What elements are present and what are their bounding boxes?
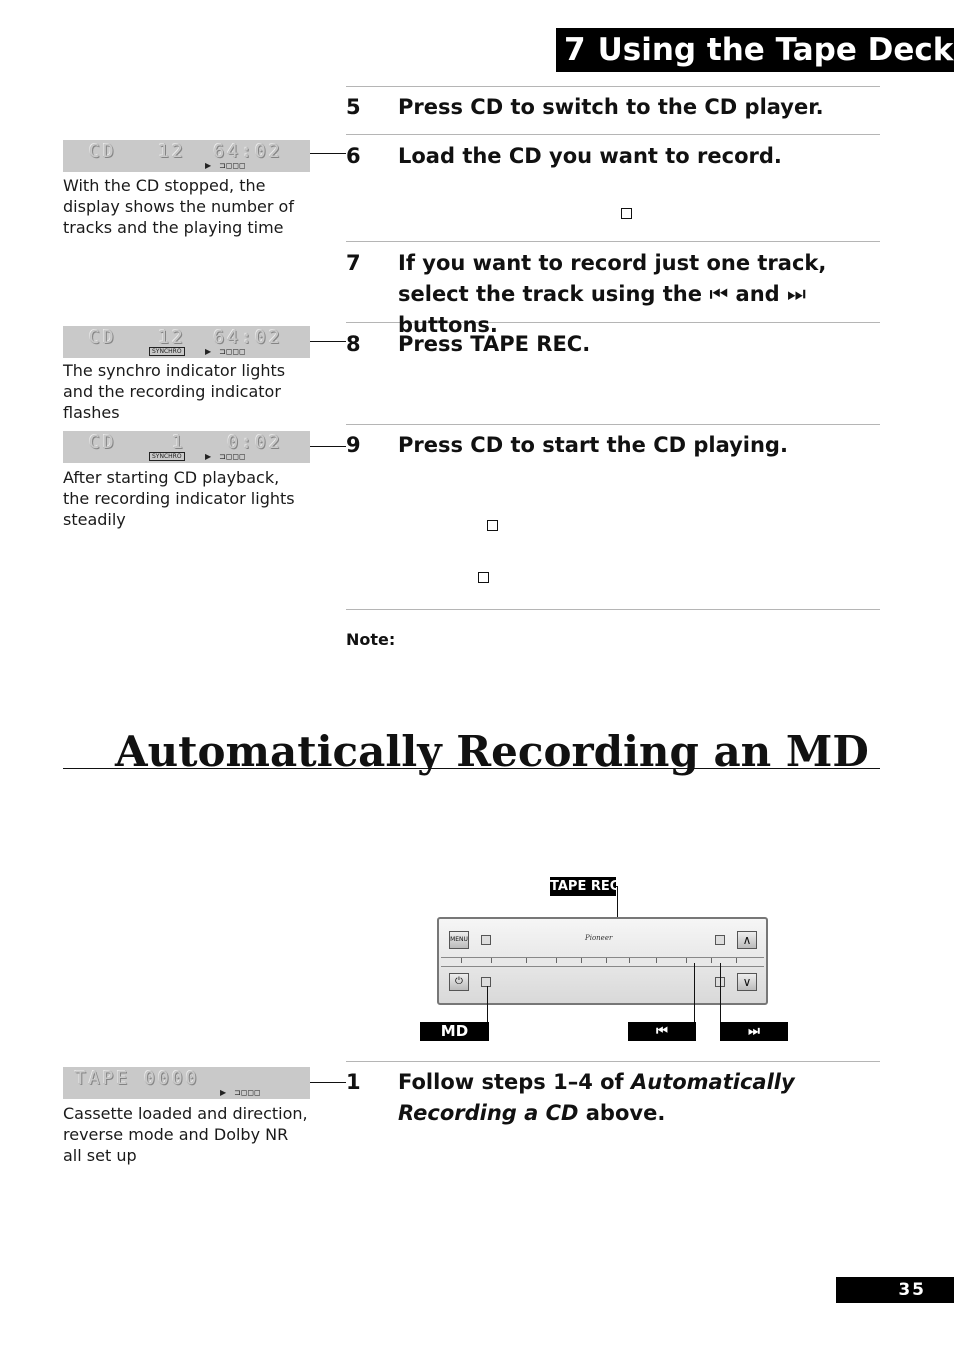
callout-line: [694, 963, 695, 1024]
function-button[interactable]: [481, 935, 491, 945]
callout-line: [616, 886, 618, 887]
step-text-part: and: [728, 282, 787, 306]
display-caption: Cassette loaded and direction, reverse m…: [63, 1104, 308, 1165]
status-indicators-icon: ⊐◻◻◻: [219, 347, 246, 356]
step-text: Press TAPE REC.: [398, 332, 591, 356]
synchro-indicator: SYNCHRO: [149, 347, 185, 356]
step-number: 1: [346, 1070, 361, 1094]
lcd-display: CD 12 64:02 ▶ ⊐◻◻◻: [63, 140, 310, 172]
tape-rec-label: TAPE REC: [550, 877, 620, 896]
callout-line: [310, 446, 346, 447]
divider: [346, 424, 880, 425]
divider: [346, 241, 880, 242]
remote-unit-illustration: MENU Pioneer ∧ ⏻ ∨: [437, 917, 768, 1005]
status-indicators-icon: ⊐◻◻◻: [234, 1088, 261, 1097]
brand-logo: Pioneer: [585, 934, 613, 942]
section-divider: [63, 768, 880, 769]
section-title: Automatically Recording an MD: [115, 727, 869, 776]
divider: [346, 1061, 880, 1062]
step-text: Follow steps 1–4 of Automatically Record…: [398, 1067, 878, 1129]
lcd-display: TAPE 0000 ▶ ⊐◻◻◻: [63, 1067, 310, 1099]
divider: [346, 134, 880, 135]
prev-track-icon: ⏮: [709, 282, 729, 306]
bullet-box: [487, 520, 498, 531]
display-caption: After starting CD playback, the recordin…: [63, 468, 295, 529]
callout-line: [720, 963, 721, 1024]
callout-line: [310, 153, 346, 154]
step-text: Load the CD you want to record.: [398, 144, 782, 168]
play-indicator-icon: ▶: [205, 347, 212, 356]
next-track-icon: ⏭: [720, 1022, 788, 1041]
synchro-indicator: SYNCHRO: [149, 452, 185, 461]
step-number: 8: [346, 332, 361, 356]
prev-track-icon: ⏮: [628, 1022, 696, 1041]
down-button[interactable]: ∨: [737, 973, 757, 991]
step-number: 5: [346, 95, 361, 119]
lcd-display: CD 12 64:02 SYNCHRO ▶ ⊐◻◻◻: [63, 326, 310, 358]
status-indicators-icon: ⊐◻◻◻: [219, 452, 246, 461]
divider: [346, 322, 880, 323]
callout-line: [310, 1082, 346, 1083]
clear-button[interactable]: [715, 935, 725, 945]
lcd-readout: CD 1 0:02: [89, 432, 283, 453]
step-text: Press CD to start the CD playing.: [398, 433, 788, 457]
md-button[interactable]: [481, 977, 491, 987]
chapter-number: 7: [564, 32, 586, 68]
step-text-part: Follow steps 1–4 of: [398, 1070, 631, 1094]
callout-line: [310, 341, 346, 342]
next-track-icon: ⏭: [787, 282, 806, 306]
display-caption: With the CD stopped, the display shows t…: [63, 176, 294, 237]
chapter-title: Using the Tape Deck: [597, 32, 954, 68]
menu-button[interactable]: MENU: [449, 931, 469, 949]
status-indicators-icon: ⊐◻◻◻: [219, 161, 246, 170]
bullet-box: [478, 572, 489, 583]
display-caption: The synchro indicator lights and the rec…: [63, 361, 286, 422]
play-indicator-icon: ▶: [220, 1088, 227, 1097]
step-text: Press CD to switch to the CD player.: [398, 95, 824, 119]
step-number: 6: [346, 144, 361, 168]
up-button[interactable]: ∧: [737, 931, 757, 949]
lcd-readout: CD 12 64:02: [89, 141, 283, 162]
bullet-box: [621, 208, 632, 219]
step-text-part: If you want to record just one track, se…: [398, 251, 827, 306]
lcd-display: CD 1 0:02 SYNCHRO ▶ ⊐◻◻◻: [63, 431, 310, 463]
step-text-italic: Automatically Recording a CD: [398, 1070, 795, 1125]
step-text-part: buttons.: [398, 313, 498, 337]
lcd-readout: TAPE 0000: [75, 1068, 200, 1089]
step-text: If you want to record just one track, se…: [398, 248, 878, 341]
lcd-readout: CD 12 64:02: [89, 327, 283, 348]
step-text-part: above.: [578, 1101, 666, 1125]
label-strip: [441, 957, 764, 967]
md-label: MD: [420, 1022, 489, 1041]
divider: [346, 86, 880, 87]
divider: [346, 609, 880, 610]
page-number: 35: [836, 1277, 954, 1303]
callout-line: [487, 986, 488, 1024]
chapter-header: 7 Using the Tape Deck: [556, 28, 954, 72]
step-number: 9: [346, 433, 361, 457]
step-number: 7: [346, 251, 361, 275]
note-label: Note:: [346, 630, 396, 649]
play-indicator-icon: ▶: [205, 452, 212, 461]
play-indicator-icon: ▶: [205, 161, 212, 170]
power-icon[interactable]: ⏻: [449, 973, 469, 991]
